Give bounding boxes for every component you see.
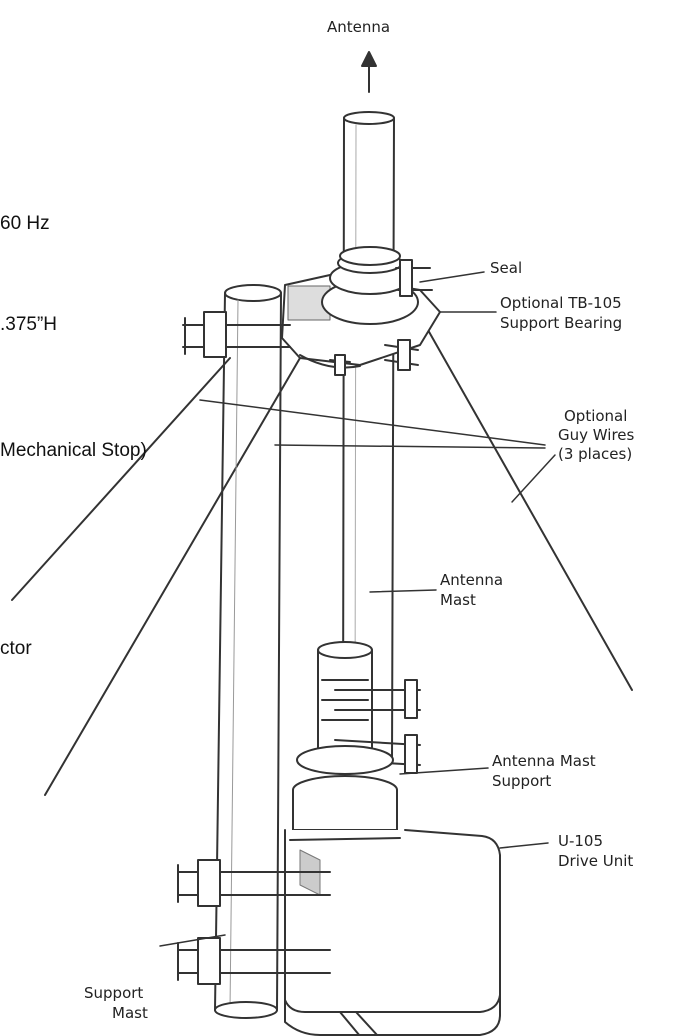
label-antenna-mast-line1: Antenna: [440, 571, 504, 589]
cut-off-text-connector: ctor: [0, 638, 32, 659]
cut-off-text-frequency: 60 Hz: [0, 213, 50, 234]
drive-unit: [284, 775, 501, 1036]
cut-off-text-height: .375”H: [0, 314, 58, 335]
leader-line: [159, 271, 556, 947]
label-support-mast-line2: Mast: [112, 1004, 148, 1022]
label-guy-wires-line1: Optional: [564, 407, 628, 425]
control-cable: [339, 1011, 379, 1036]
support-mast: [214, 284, 282, 1019]
bearing-clamp: [329, 259, 433, 376]
antenna-mast-support: [296, 641, 421, 775]
label-antenna-mast-line2: Mast: [440, 591, 476, 609]
label-support-bearing-line2: Support Bearing: [500, 314, 623, 332]
label-drive-unit-line1: U-105: [558, 832, 604, 850]
upper-mast-clamp: [182, 311, 291, 358]
label-support-mast-line1: Support: [84, 984, 144, 1002]
label-antenna: Antenna: [327, 18, 391, 36]
seal: [339, 246, 401, 266]
antenna-arrow: [361, 51, 377, 93]
lower-mast-clamp: [177, 859, 331, 985]
cut-off-text-mechanical-stop: Mechanical Stop): [0, 440, 147, 461]
label-drive-unit-line2: Drive Unit: [558, 852, 634, 870]
label-guy-wires-line2: Guy Wires: [558, 426, 635, 444]
label-support-bearing-line1: Optional TB-105: [500, 294, 622, 312]
label-guy-wires-line3: (3 places): [558, 445, 633, 463]
label-seal: Seal: [490, 259, 523, 277]
label-antenna-mast-support-line1: Antenna Mast: [492, 752, 596, 770]
guy-wire: [11, 329, 633, 796]
label-antenna-mast-support-line2: Support: [492, 772, 552, 790]
